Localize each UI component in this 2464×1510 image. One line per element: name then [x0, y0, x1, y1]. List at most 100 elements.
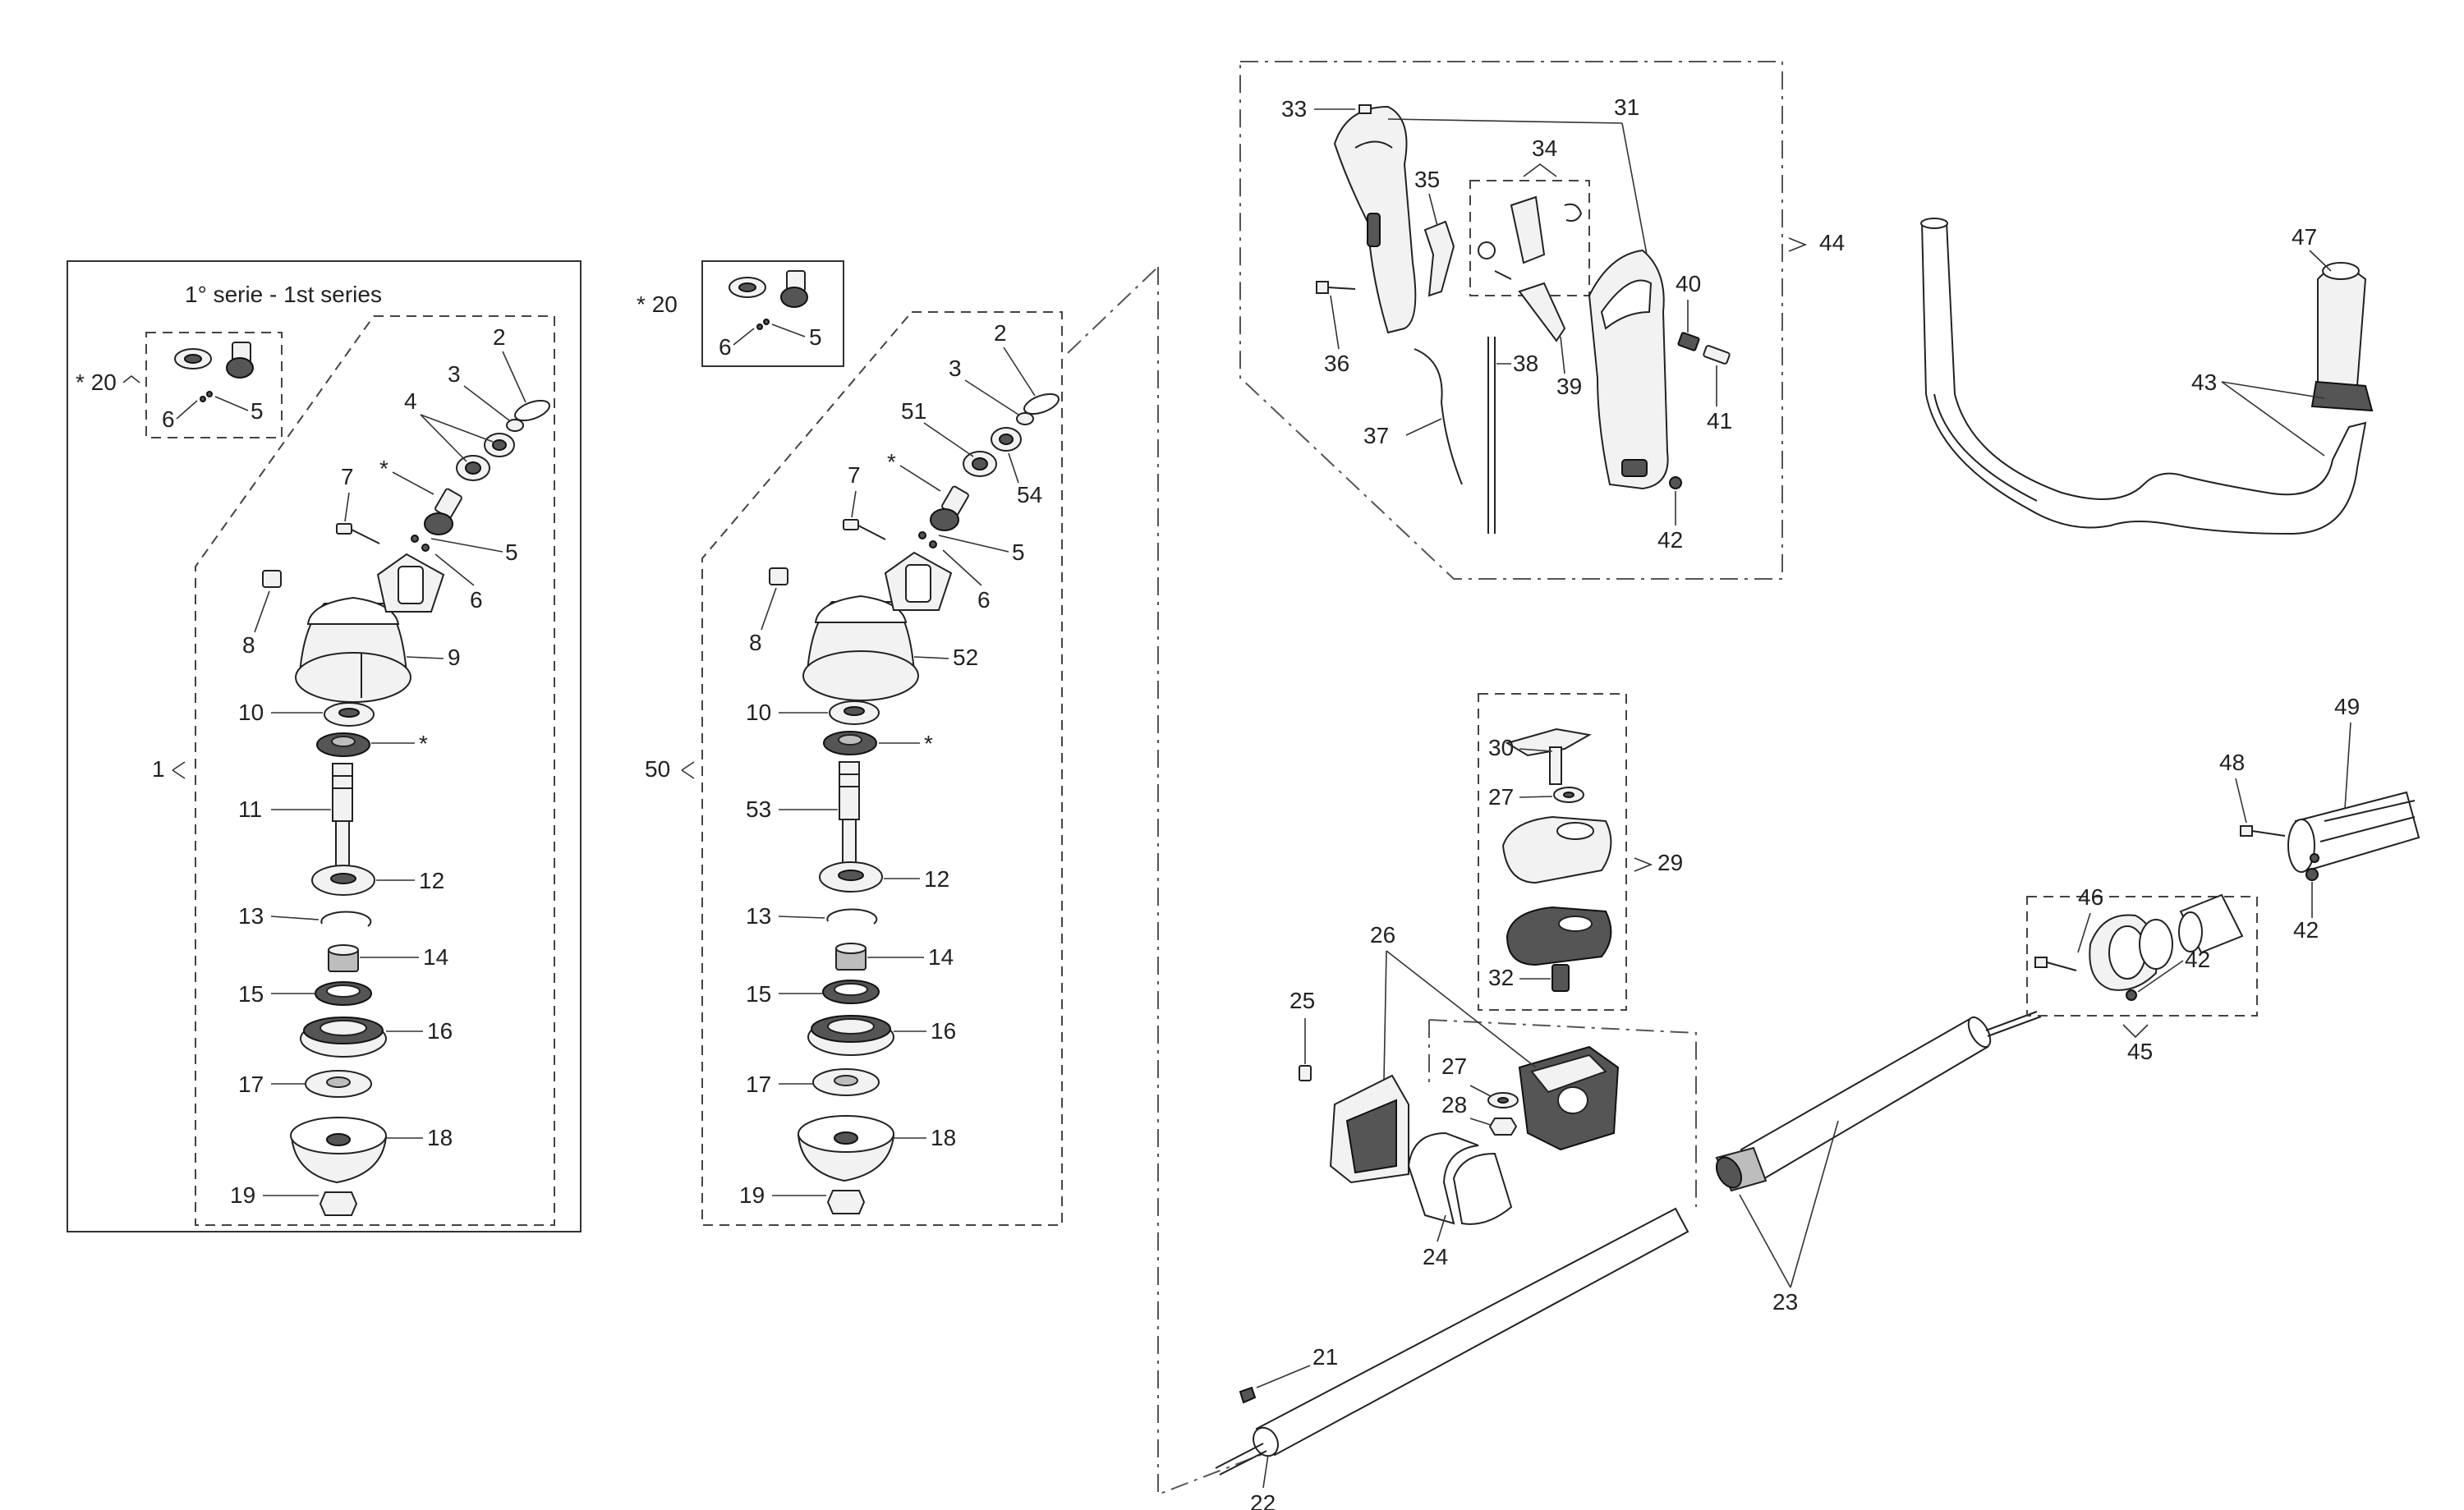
- label-27a: 27: [1488, 784, 1514, 810]
- grip-47: [2310, 262, 2374, 412]
- bearing-51: [963, 451, 997, 477]
- label-22: 22: [1250, 1490, 1276, 1510]
- label-33: 33: [1281, 96, 1307, 122]
- label-53: 53: [746, 796, 771, 822]
- label-11: 11: [238, 796, 262, 822]
- label-41: 41: [1707, 408, 1732, 434]
- label-12b: 12: [924, 866, 949, 892]
- bracket-right: [1518, 1045, 1620, 1151]
- guide-line-top: [1067, 266, 1159, 354]
- main-tube-22: [1215, 1207, 1689, 1476]
- pin-5b: [918, 531, 926, 539]
- bevel-gear-b: [823, 731, 877, 755]
- bearing-12b: [819, 861, 883, 893]
- label-42b: 42: [2185, 947, 2210, 972]
- bearing-10b: [829, 700, 880, 725]
- label-9: 9: [448, 645, 461, 670]
- cable-38: [1487, 337, 1496, 534]
- label-6b: 6: [719, 334, 732, 360]
- label-37: 37: [1363, 423, 1389, 448]
- label-5b: 5: [809, 324, 822, 350]
- label-25: 25: [1289, 988, 1315, 1013]
- label-16b: 16: [931, 1018, 956, 1044]
- shaft-53: [839, 761, 860, 865]
- tube-end-49: [2287, 791, 2420, 873]
- screw-25: [1299, 1065, 1312, 1081]
- label-8: 8: [242, 632, 255, 658]
- label-48: 48: [2219, 750, 2245, 775]
- label-52: 52: [953, 645, 978, 670]
- label-15: 15: [238, 981, 264, 1007]
- label-24: 24: [1423, 1244, 1448, 1269]
- assembly-50-outline: [701, 311, 1063, 1226]
- circlip-13b: [826, 908, 878, 925]
- clamp-group-box: [1478, 693, 1627, 1011]
- assembly-1-outline: [195, 315, 555, 1226]
- circlip-13: [320, 911, 372, 927]
- label-3b: 3: [949, 356, 962, 381]
- clamp-top: [1501, 815, 1612, 884]
- label-3: 3: [448, 361, 461, 387]
- label-6a: 6: [162, 406, 175, 432]
- label-16: 16: [427, 1018, 453, 1044]
- pinion-gear: [424, 488, 462, 535]
- label-34: 34: [1532, 135, 1557, 161]
- circlip-2b: [1023, 392, 1060, 415]
- gearbox-housing-9: [295, 553, 445, 703]
- label-2: 2: [493, 324, 506, 350]
- label-10b: 10: [746, 700, 771, 725]
- pin-5: [411, 535, 419, 543]
- label-14: 14: [423, 944, 448, 970]
- label-19b: 19: [739, 1182, 765, 1208]
- trigger-35: [1423, 220, 1455, 297]
- bearing-54: [991, 427, 1022, 452]
- label-17b: 17: [746, 1072, 771, 1097]
- handlebar-43: 47 43: [1920, 218, 2374, 535]
- cup-18: [290, 1117, 388, 1184]
- label-26: 26: [1370, 922, 1395, 948]
- first-series-group: 1° serie - 1st series * 20 6 5 1 2 3: [67, 260, 582, 1232]
- label-51: 51: [901, 398, 926, 424]
- flange-16: [300, 1017, 387, 1058]
- label-50: 50: [645, 756, 670, 782]
- label-2b: 2: [994, 320, 1007, 346]
- label-5a: 5: [251, 398, 264, 424]
- label-12: 12: [419, 868, 444, 893]
- ring-3: [506, 419, 524, 432]
- label-40: 40: [1676, 271, 1701, 296]
- washer-27a: [1553, 787, 1584, 803]
- nut-28: [1488, 1118, 1518, 1136]
- label-38: 38: [1513, 351, 1538, 376]
- label-44: 44: [1819, 230, 1845, 255]
- label-54: 54: [1017, 482, 1042, 507]
- label-32: 32: [1488, 965, 1514, 990]
- screw-40: [1677, 332, 1700, 351]
- circlip-2: [514, 399, 550, 422]
- label-14b: 14: [928, 944, 954, 970]
- knob-30: [1505, 727, 1592, 785]
- mount-group-box: [2026, 896, 2258, 1017]
- bearings-4: [456, 433, 515, 481]
- spring-32: [1551, 964, 1570, 992]
- nut-19b: [826, 1190, 866, 1214]
- label-18b: 18: [931, 1125, 956, 1150]
- label-asterisk-a: *: [379, 456, 388, 481]
- label-20b: * 20: [637, 291, 678, 317]
- handle-half-right: [1588, 249, 1669, 490]
- bolt-41: [1703, 345, 1731, 365]
- label-49: 49: [2334, 694, 2360, 719]
- label-39: 39: [1556, 374, 1582, 399]
- label-42c: 42: [2293, 917, 2319, 943]
- kit-34-parts: [1478, 195, 1583, 280]
- label-46: 46: [2078, 884, 2103, 910]
- label-27b: 27: [1441, 1053, 1467, 1079]
- drive-tube-23: [1715, 1011, 2042, 1192]
- label-20: * 20: [76, 369, 117, 395]
- bevel-gear: [316, 732, 370, 757]
- screw-7b: [843, 519, 886, 540]
- assembly-50-group: * 20 6 5 50 2 3 54 51 * 5: [637, 260, 1063, 1226]
- bracket-left: [1329, 1074, 1409, 1184]
- label-asterisk-d: *: [924, 731, 933, 756]
- bearing-10: [324, 702, 375, 727]
